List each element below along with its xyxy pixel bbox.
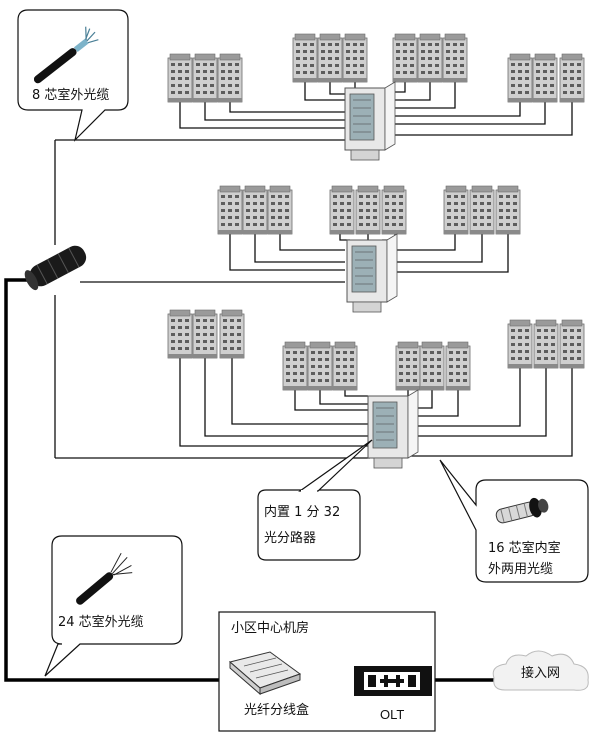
building-icon: [167, 53, 193, 103]
building-icon: [419, 341, 445, 391]
building-icon: [192, 309, 218, 359]
building-icon: [342, 33, 368, 83]
callout-8-core-label: 8 芯室外光缆: [32, 87, 109, 103]
building-icon: [443, 185, 469, 235]
building-icon: [219, 309, 245, 359]
building-icon: [495, 185, 521, 235]
cloud-label: 接入网: [521, 665, 560, 681]
callout-splitter: 内置 1 分 32 光分路器: [257, 439, 373, 561]
odf-label: 光纤分线盒: [244, 702, 309, 718]
olt-icon: [354, 666, 432, 696]
building-icon: [242, 185, 268, 235]
building-icon: [442, 33, 468, 83]
cabinet-icon: [346, 233, 398, 313]
cable-icon: [76, 552, 133, 605]
callout-24-core-label: 24 芯室外光缆: [58, 614, 144, 630]
callout-8-core-cable: 8 芯室外光缆: [17, 9, 129, 142]
cabinet-icon: [367, 389, 419, 469]
cable16-label-line1: 16 芯室内室: [488, 540, 561, 556]
building-group-lower: [167, 309, 585, 391]
cable-icon: [33, 26, 99, 84]
building-icon: [267, 185, 293, 235]
building-icon: [507, 319, 533, 369]
building-icon: [395, 341, 421, 391]
building-icon: [532, 53, 558, 103]
building-icon: [217, 185, 243, 235]
olt-label: OLT: [380, 707, 404, 722]
building-icon: [307, 341, 333, 391]
splitter-label-line2: 光分路器: [264, 530, 316, 546]
odf-icon: [228, 651, 302, 696]
callout-16-core-cable: 16 芯室内室 外两用光缆: [439, 459, 589, 583]
cable16-label-line2: 外两用光缆: [488, 561, 553, 577]
splice-closure-icon: [24, 245, 87, 291]
cloud-icon: 接入网: [492, 650, 589, 691]
building-icon: [469, 185, 495, 235]
building-icon: [292, 33, 318, 83]
distribution-cables: [54, 78, 573, 459]
building-icon: [282, 341, 308, 391]
building-icon: [445, 341, 471, 391]
building-icon: [559, 53, 585, 103]
building-icon: [192, 53, 218, 103]
building-icon: [317, 33, 343, 83]
building-icon: [533, 319, 559, 369]
building-icon: [217, 53, 243, 103]
building-icon: [167, 309, 193, 359]
building-icon: [417, 33, 443, 83]
building-icon: [329, 185, 355, 235]
cabinet-icon: [344, 81, 396, 161]
building-icon: [381, 185, 407, 235]
building-icon: [392, 33, 418, 83]
building-group-middle: [217, 185, 521, 235]
building-icon: [507, 53, 533, 103]
cable-icon: [495, 497, 549, 524]
splitter-label-line1: 内置 1 分 32: [264, 504, 340, 520]
building-icon: [332, 341, 358, 391]
central-room: 小区中心机房 光纤分线盒 OLT: [218, 611, 436, 732]
building-icon: [355, 185, 381, 235]
central-room-title: 小区中心机房: [231, 620, 309, 636]
building-icon: [559, 319, 585, 369]
callout-24-core-cable: 24 芯室外光缆: [44, 535, 183, 677]
